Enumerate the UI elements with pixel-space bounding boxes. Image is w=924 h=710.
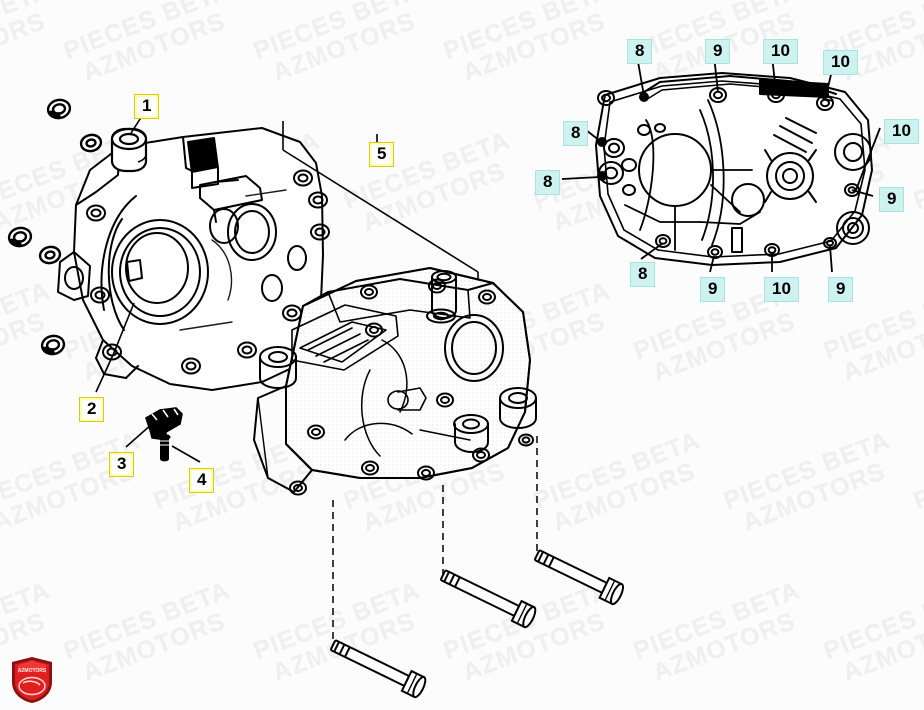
callout-label-9a[interactable]: 9 [705, 39, 731, 64]
callout-label-2[interactable]: 2 [79, 397, 105, 422]
leader-line-4 [171, 445, 201, 463]
callout-label-4[interactable]: 4 [189, 468, 215, 493]
callout-label-9c[interactable]: 9 [700, 277, 726, 302]
shield-highlight [18, 661, 46, 673]
crankcase-bolt-3 [534, 549, 625, 606]
callout-label-8c[interactable]: 8 [535, 170, 561, 195]
callout-label-10b[interactable]: 10 [823, 50, 858, 75]
left-crankcase-half [57, 127, 330, 391]
dowel-pin-group-left [6, 96, 103, 358]
callout-label-8b[interactable]: 8 [563, 121, 589, 146]
logo-swoosh-inner [22, 680, 41, 686]
callout-label-8d[interactable]: 8 [630, 262, 656, 287]
logo-text: AZMOTORS [18, 668, 47, 674]
callout-label-1[interactable]: 1 [134, 94, 160, 119]
callout-label-3[interactable]: 3 [109, 452, 135, 477]
right-crankcase-half [253, 267, 537, 496]
callout-label-9d[interactable]: 9 [828, 277, 854, 302]
leader-line-2 [95, 302, 135, 393]
callout-label-10c[interactable]: 10 [884, 119, 919, 144]
crankcase-bolt-1 [330, 639, 427, 699]
oil-strainer-clip [145, 407, 183, 441]
leader-line-3 [125, 423, 153, 448]
callout-label-10d[interactable]: 10 [764, 277, 799, 302]
clutch-cover-plate [595, 72, 873, 266]
callout-label-5[interactable]: 5 [369, 142, 395, 167]
crankcase-bolt-2 [440, 569, 537, 629]
logo-swoosh [18, 676, 46, 696]
dowel-pin-item1 [110, 127, 148, 173]
assembly-dashed-lines [332, 436, 538, 645]
callout-label-10a[interactable]: 10 [763, 39, 798, 64]
callout-label-9b[interactable]: 9 [879, 187, 905, 212]
callout-label-8a[interactable]: 8 [627, 39, 653, 64]
clip-retaining-screw [158, 434, 171, 462]
azmotors-shield-logo: AZMOTORS [12, 657, 52, 703]
